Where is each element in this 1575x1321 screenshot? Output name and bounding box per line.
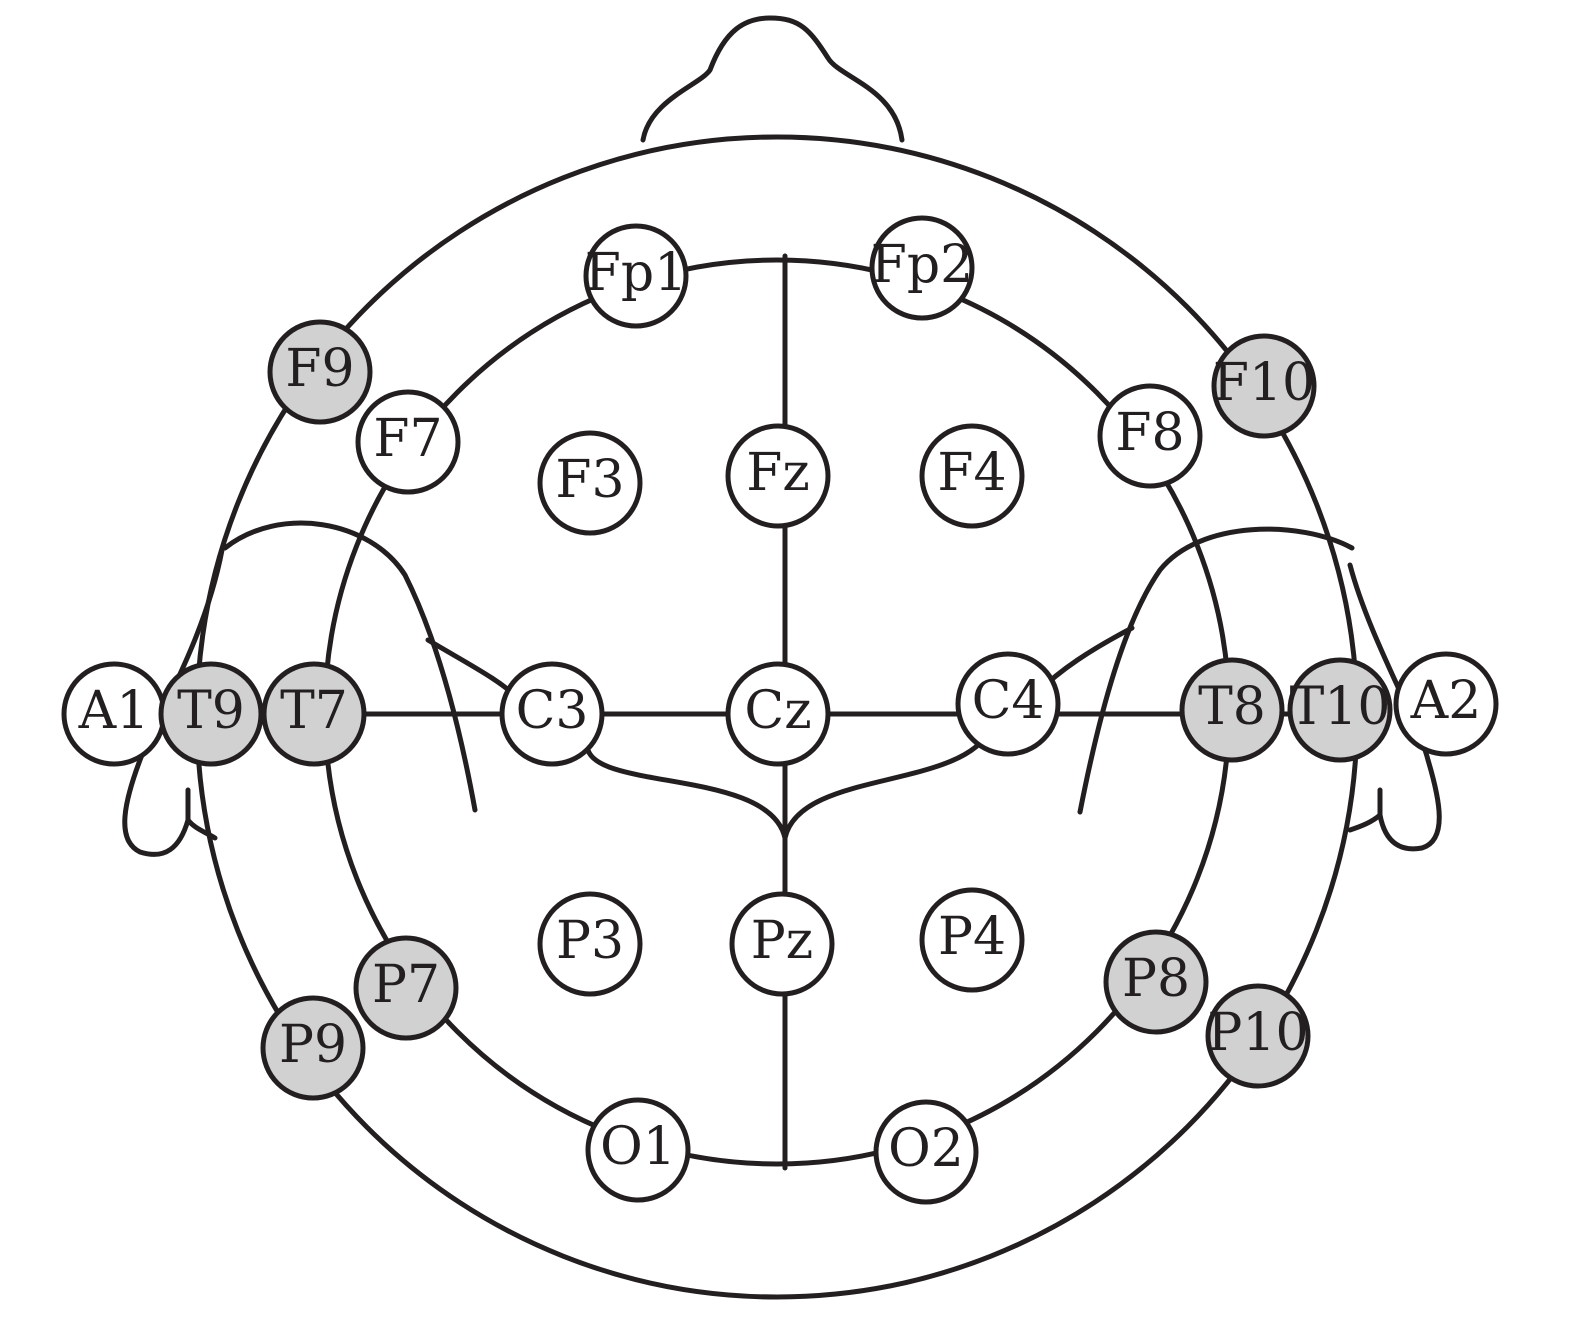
electrode-t10-label: T10 <box>1290 677 1391 737</box>
electrode-p9-label: P9 <box>279 1015 347 1075</box>
electrode-p8-label: P8 <box>1122 949 1190 1009</box>
electrode-f9: F9 <box>267 319 373 425</box>
right-ear-outline <box>1347 562 1442 852</box>
electrode-t7-circle <box>261 661 367 767</box>
electrode-c3-circle <box>499 661 605 767</box>
electrode-o1-circle <box>585 1097 691 1203</box>
electrode-p4-circle <box>919 887 1025 993</box>
electrode-p9-circle <box>260 995 366 1101</box>
electrode-p10-label: P10 <box>1207 1003 1308 1063</box>
electrode-o1-label: O1 <box>600 1117 676 1177</box>
central-branch-curves <box>585 727 993 841</box>
electrode-f7: F7 <box>355 389 461 495</box>
electrode-cz-circle <box>725 661 831 767</box>
electrode-p10-circle <box>1205 983 1311 1089</box>
electrode-p4-label: P4 <box>938 907 1006 967</box>
electrode-p4: P4 <box>919 887 1025 993</box>
electrode-o1: O1 <box>585 1097 691 1203</box>
electrode-f10-label: F10 <box>1213 353 1315 413</box>
electrode-fz: Fz <box>725 423 831 529</box>
electrode-f8-label: F8 <box>1115 403 1184 463</box>
electrode-t9-circle <box>158 661 264 767</box>
electrode-p7-circle <box>353 935 459 1041</box>
electrode-t9-label: T9 <box>177 681 245 741</box>
electrode-p9: P9 <box>260 995 366 1101</box>
electrode-t8-circle <box>1179 657 1285 763</box>
electrode-t8-label: T8 <box>1198 677 1266 737</box>
electrode-p10: P10 <box>1205 983 1311 1089</box>
electrode-o2: O2 <box>873 1099 979 1205</box>
electrode-f10-circle <box>1211 333 1317 439</box>
electrode-fz-label: Fz <box>746 443 809 503</box>
left-hemisphere-arc <box>222 520 478 813</box>
electrode-f9-label: F9 <box>285 339 354 399</box>
electrode-pz: Pz <box>729 891 835 997</box>
electrode-a2-label: A2 <box>1410 671 1482 731</box>
electrode-pz-circle <box>729 891 835 997</box>
electrode-fp2-circle <box>869 215 975 321</box>
electrode-cz-label: Cz <box>744 681 811 741</box>
electrode-c4-circle <box>955 651 1061 757</box>
electrode-f9-circle <box>267 319 373 425</box>
electrode-p3: P3 <box>537 891 643 997</box>
electrode-t7: T7 <box>261 661 367 767</box>
electrode-t7-label: T7 <box>280 681 348 741</box>
electrode-a2-circle <box>1393 651 1499 757</box>
electrode-c3: C3 <box>499 661 605 767</box>
electrode-f4-label: F4 <box>937 443 1006 503</box>
electrode-t8: T8 <box>1179 657 1285 763</box>
electrode-pz-label: Pz <box>751 911 813 971</box>
electrode-o2-label: O2 <box>888 1119 964 1179</box>
electrode-f4-circle <box>919 423 1025 529</box>
electrode-fp1: Fp1 <box>583 223 689 329</box>
electrode-f7-circle <box>355 389 461 495</box>
electrode-f4: F4 <box>919 423 1025 529</box>
electrode-fp1-circle <box>583 223 689 329</box>
electrode-f7-label: F7 <box>373 409 442 469</box>
electrode-p7: P7 <box>353 935 459 1041</box>
electrode-t9: T9 <box>158 661 264 767</box>
electrode-a1: A1 <box>61 661 167 767</box>
electrode-o2-circle <box>873 1099 979 1205</box>
electrode-f3-circle <box>537 430 643 536</box>
electrode-a2: A2 <box>1393 651 1499 757</box>
nose-outline <box>640 15 905 143</box>
electrode-cz: Cz <box>725 661 831 767</box>
electrode-fp2: Fp2 <box>869 215 975 321</box>
electrode-c4: C4 <box>955 651 1061 757</box>
electrode-t10-circle <box>1287 657 1393 763</box>
electrode-a1-label: A1 <box>78 681 150 741</box>
right-hemisphere-arc <box>1077 526 1355 815</box>
electrode-p7-label: P7 <box>372 955 440 1015</box>
electrode-f10: F10 <box>1211 333 1317 439</box>
electrode-fp2-label: Fp2 <box>871 235 973 295</box>
electrode-f3-label: F3 <box>555 450 624 510</box>
electrode-f8-circle <box>1097 383 1203 489</box>
electrode-p3-label: P3 <box>556 911 624 971</box>
electrode-c3-label: C3 <box>516 681 589 741</box>
electrode-p8: P8 <box>1103 929 1209 1035</box>
electrode-f8: F8 <box>1097 383 1203 489</box>
electrode-t10: T10 <box>1287 657 1393 763</box>
electrode-c4-label: C4 <box>972 671 1045 731</box>
electrode-fp1-label: Fp1 <box>585 243 687 303</box>
electrode-p8-circle <box>1103 929 1209 1035</box>
left-ear-outline <box>122 547 225 857</box>
electrode-p3-circle <box>537 891 643 997</box>
electrode-fz-circle <box>725 423 831 529</box>
electrode-f3: F3 <box>537 430 643 536</box>
